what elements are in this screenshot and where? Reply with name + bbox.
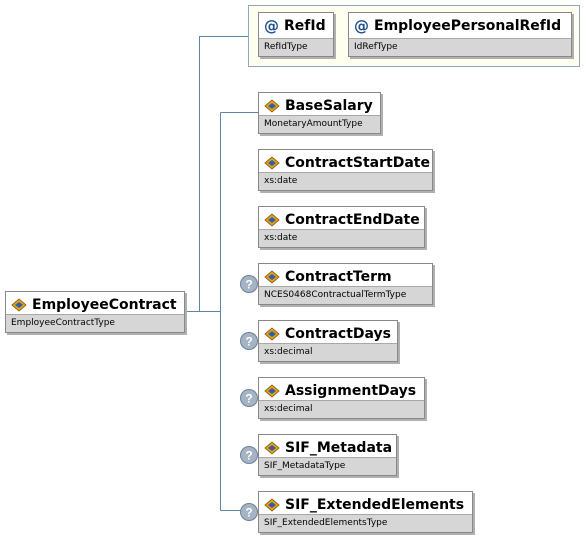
element-icon	[264, 327, 280, 341]
attribute-refid[interactable]: @ RefId RefIdType	[258, 12, 334, 57]
svg-text:?: ?	[245, 392, 252, 406]
attribute-name: RefId	[284, 18, 326, 34]
optional-icon: ?	[240, 503, 258, 521]
element-name: SIF_Metadata	[285, 440, 393, 456]
element-icon	[264, 99, 280, 113]
element-contract-start-date[interactable]: ContractStartDate xs:date	[258, 149, 433, 191]
optional-icon: ?	[240, 446, 258, 464]
element-name: BaseSalary	[285, 98, 373, 114]
element-name: SIF_ExtendedElements	[285, 497, 465, 513]
attribute-icon: @	[354, 16, 369, 35]
attribute-connector	[185, 36, 248, 312]
svg-text:?: ?	[245, 449, 252, 463]
element-contract-days[interactable]: ContractDays xs:decimal	[258, 320, 398, 362]
element-type: SIF_MetadataType	[259, 457, 396, 475]
element-sif-metadata[interactable]: SIF_Metadata SIF_MetadataType	[258, 434, 397, 476]
attribute-name: EmployeePersonalRefId	[374, 18, 562, 34]
element-type: EmployeeContractType	[6, 314, 184, 332]
element-name: ContractEndDate	[285, 212, 420, 228]
element-type: xs:date	[259, 172, 432, 190]
element-icon	[264, 270, 280, 284]
optional-icon: ?	[240, 275, 258, 293]
attribute-type: IdRefType	[349, 38, 571, 56]
element-sif-extended-elements[interactable]: SIF_ExtendedElements SIF_ExtendedElement…	[258, 491, 473, 533]
element-name: ContractStartDate	[285, 155, 430, 171]
element-type: xs:decimal	[259, 343, 397, 361]
element-type: SIF_ExtendedElementsType	[259, 514, 472, 532]
attribute-icon: @	[264, 16, 279, 35]
element-assignment-days[interactable]: AssignmentDays xs:decimal	[258, 377, 425, 419]
element-employee-contract[interactable]: EmployeeContract EmployeeContractType	[5, 291, 185, 333]
element-icon	[264, 384, 280, 398]
element-name: EmployeeContract	[32, 297, 177, 313]
element-icon	[11, 298, 27, 312]
optional-icon: ?	[240, 332, 258, 350]
element-base-salary[interactable]: BaseSalary MonetaryAmountType	[258, 92, 381, 134]
attribute-employee-personal-refid[interactable]: @ EmployeePersonalRefId IdRefType	[348, 12, 572, 57]
element-icon	[264, 441, 280, 455]
element-name: AssignmentDays	[285, 383, 417, 399]
attribute-type: RefIdType	[259, 38, 333, 56]
svg-text:?: ?	[245, 506, 252, 520]
element-type: MonetaryAmountType	[259, 115, 380, 133]
element-contract-end-date[interactable]: ContractEndDate xs:date	[258, 206, 425, 248]
svg-text:?: ?	[245, 335, 252, 349]
element-type: xs:decimal	[259, 400, 424, 418]
element-contract-term[interactable]: ContractTerm NCES0468ContractualTermType	[258, 263, 433, 305]
optional-icon: ?	[240, 389, 258, 407]
svg-text:?: ?	[245, 278, 252, 292]
element-type: NCES0468ContractualTermType	[259, 286, 432, 304]
element-icon	[264, 213, 280, 227]
element-icon	[264, 156, 280, 170]
element-icon	[264, 498, 280, 512]
element-name: ContractTerm	[285, 269, 392, 285]
element-name: ContractDays	[285, 326, 391, 342]
element-type: xs:date	[259, 229, 424, 247]
